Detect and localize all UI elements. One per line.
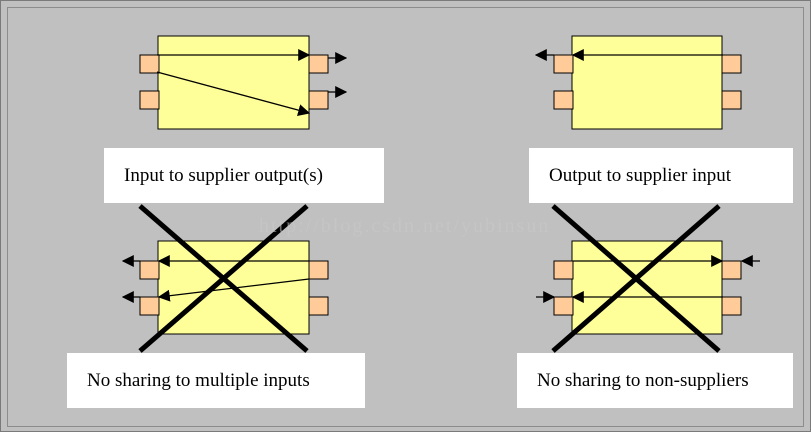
caption-input-to-supplier-outputs: Input to supplier output(s) bbox=[104, 148, 384, 203]
caption-text: No sharing to multiple inputs bbox=[87, 369, 310, 391]
component-box bbox=[157, 35, 310, 130]
output-port bbox=[721, 260, 742, 280]
panel-no-sharing-to-multiple-inputs bbox=[121, 204, 329, 353]
input-port bbox=[139, 296, 160, 316]
caption-no-sharing-to-multiple-inputs: No sharing to multiple inputs bbox=[67, 353, 365, 408]
caption-output-to-supplier-input: Output to supplier input bbox=[529, 148, 793, 203]
panel-no-sharing-to-non-suppliers bbox=[536, 204, 760, 353]
caption-text: Input to supplier output(s) bbox=[124, 164, 323, 186]
panel-input-to-supplier-outputs bbox=[139, 35, 348, 130]
output-port bbox=[721, 90, 742, 110]
output-port bbox=[308, 90, 329, 110]
output-port bbox=[308, 54, 329, 74]
output-port bbox=[308, 296, 329, 316]
prohibited-cross bbox=[551, 204, 721, 353]
input-port bbox=[553, 54, 574, 74]
input-port bbox=[139, 260, 160, 280]
input-port bbox=[139, 54, 160, 74]
input-port bbox=[553, 260, 574, 280]
output-port bbox=[308, 260, 329, 280]
input-port bbox=[553, 296, 574, 316]
caption-no-sharing-to-non-suppliers: No sharing to non-suppliers bbox=[517, 353, 793, 408]
caption-text: No sharing to non-suppliers bbox=[537, 369, 749, 391]
input-port bbox=[553, 90, 574, 110]
prohibited-cross bbox=[138, 204, 309, 353]
component-box bbox=[571, 35, 723, 130]
watermark-text: http://blog.csdn.net/yubinsun bbox=[259, 215, 551, 237]
diagram-frame bbox=[7, 7, 804, 427]
output-port bbox=[721, 54, 742, 74]
panel-output-to-supplier-input bbox=[534, 35, 742, 130]
input-port bbox=[139, 90, 160, 110]
output-port bbox=[721, 296, 742, 316]
connection-arrow bbox=[156, 71, 311, 116]
caption-text: Output to supplier input bbox=[549, 164, 732, 186]
